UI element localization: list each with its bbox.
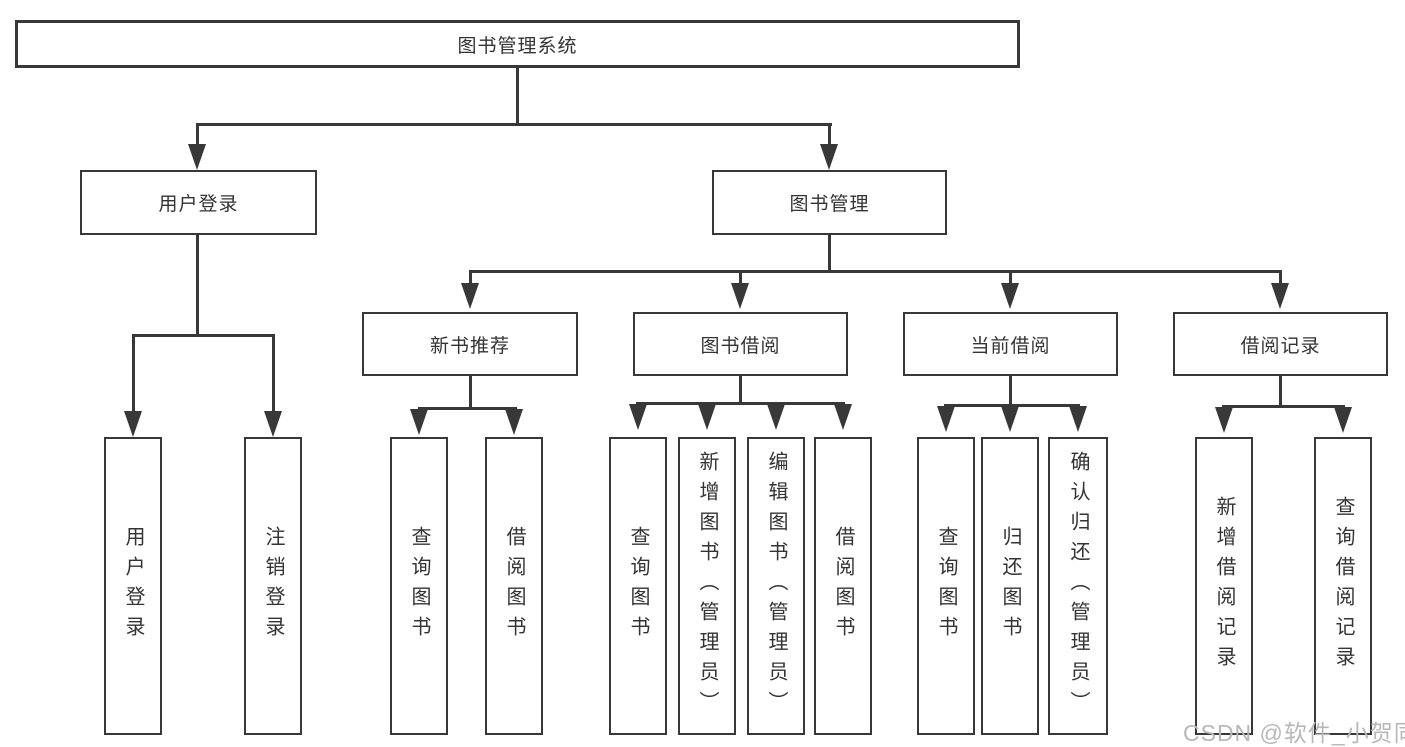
connector-line: [1279, 270, 1282, 284]
leaf-label: 注销登录: [262, 526, 284, 646]
connector-line: [469, 270, 472, 284]
connector-line: [418, 407, 517, 410]
arrowhead-down-icon: [1001, 283, 1019, 309]
node-book-management: 图书管理: [712, 170, 947, 235]
node-label: 用户登录: [158, 194, 239, 215]
connector-line: [828, 123, 831, 147]
leaf-label: 查询图书: [627, 526, 649, 646]
leaf-query-books-borrow: 查询图书: [609, 437, 667, 735]
node-borrow-records: 借阅记录: [1173, 312, 1388, 376]
connector-line: [469, 270, 1282, 273]
arrowhead-down-icon: [461, 283, 479, 309]
arrowhead-down-icon: [629, 404, 647, 430]
csdn-watermark: CSDN @软件_小贺同学: [1183, 720, 1405, 746]
leaf-label: 查询图书: [408, 526, 430, 646]
connector-line: [196, 123, 832, 126]
leaf-add-book-admin: 新增图书（管理员）: [678, 437, 736, 735]
leaf-confirm-return-admin: 确认归还（管理员）: [1048, 437, 1108, 735]
connector-line: [516, 68, 519, 125]
leaf-edit-book-admin: 编辑图书（管理员）: [747, 437, 805, 735]
node-root-library-system: 图书管理系统: [15, 20, 1020, 68]
connector-line: [1009, 270, 1012, 284]
leaf-user-login: 用户登录: [104, 437, 162, 735]
leaf-label: 查询借阅记录: [1332, 496, 1354, 676]
connector-line: [1279, 376, 1282, 408]
node-label: 图书管理系统: [457, 35, 578, 57]
leaf-borrow-books-recommend: 借阅图书: [485, 437, 543, 735]
node-label: 借阅记录: [1240, 335, 1321, 357]
leaf-query-borrow-record: 查询借阅记录: [1314, 437, 1372, 735]
node-label: 图书借阅: [700, 335, 781, 357]
connector-line: [132, 334, 275, 337]
node-label: 图书管理: [789, 194, 870, 215]
leaf-label: 用户登录: [122, 526, 144, 646]
leaf-label: 编辑图书（管理员）: [765, 451, 787, 721]
node-book-borrow: 图书借阅: [633, 312, 848, 376]
arrowhead-down-icon: [188, 144, 206, 170]
connector-line: [828, 235, 831, 273]
leaf-label: 借阅图书: [503, 526, 525, 646]
leaf-label: 新增图书（管理员）: [696, 451, 718, 721]
arrowhead-down-icon: [1271, 283, 1289, 309]
arrowhead-down-icon: [505, 409, 523, 435]
arrowhead-down-icon: [1001, 406, 1019, 432]
connector-line: [739, 270, 742, 284]
leaf-borrow-books: 借阅图书: [814, 437, 872, 735]
leaf-label: 查询图书: [935, 526, 957, 646]
connector-line: [1222, 405, 1345, 408]
arrowhead-down-icon: [124, 411, 142, 437]
arrowhead-down-icon: [937, 406, 955, 432]
arrowhead-down-icon: [834, 404, 852, 430]
arrowhead-down-icon: [1069, 406, 1087, 432]
connector-line: [636, 402, 845, 405]
node-label: 新书推荐: [429, 335, 510, 357]
arrowhead-down-icon: [698, 404, 716, 430]
leaf-label: 借阅图书: [832, 526, 854, 646]
connector-line: [196, 235, 199, 337]
leaf-return-book: 归还图书: [981, 437, 1039, 735]
arrowhead-down-icon: [410, 409, 428, 435]
arrowhead-down-icon: [731, 283, 749, 309]
arrowhead-down-icon: [1215, 407, 1233, 433]
leaf-query-books-current: 查询图书: [917, 437, 975, 735]
arrowhead-down-icon: [264, 411, 282, 437]
leaf-label: 新增借阅记录: [1213, 496, 1235, 676]
leaf-logout: 注销登录: [244, 437, 302, 735]
leaf-label: 确认归还（管理员）: [1067, 451, 1089, 721]
connector-line: [196, 123, 199, 147]
node-current-borrow: 当前借阅: [903, 312, 1118, 376]
node-new-book-recommend: 新书推荐: [362, 312, 578, 376]
connector-line: [944, 404, 1080, 407]
arrowhead-down-icon: [767, 404, 785, 430]
connector-line: [272, 334, 275, 412]
node-user-login: 用户登录: [80, 170, 317, 235]
connector-line: [739, 376, 742, 405]
leaf-query-books-recommend: 查询图书: [390, 437, 448, 735]
leaf-label: 归还图书: [999, 526, 1021, 646]
connector-line: [469, 376, 472, 409]
connector-line: [132, 334, 135, 412]
node-label: 当前借阅: [970, 335, 1051, 357]
leaf-add-borrow-record: 新增借阅记录: [1195, 437, 1253, 735]
connector-line: [1009, 376, 1012, 407]
arrowhead-down-icon: [820, 144, 838, 170]
arrowhead-down-icon: [1334, 407, 1352, 433]
